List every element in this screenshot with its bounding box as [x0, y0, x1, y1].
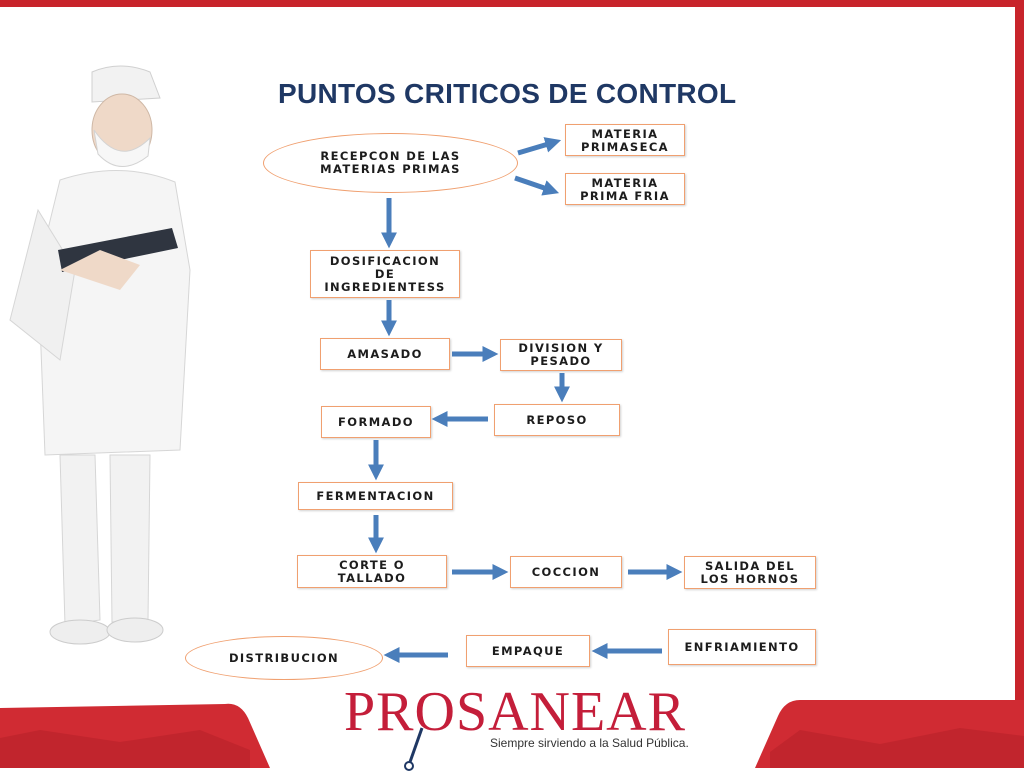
top-border: [0, 0, 1024, 7]
logo-wordmark: PROSANEAR: [344, 681, 686, 743]
node-recepcion: RECEPCON DE LAS MATERIAS PRIMAS: [263, 133, 518, 193]
prosanear-logo: PROSANEAR Siempre sirviendo a la Salud P…: [340, 680, 700, 771]
arrow-recepcion-to-materia-prima-fria: [514, 175, 560, 196]
node-reposo: REPOSO: [494, 404, 620, 436]
bottom-band: [0, 700, 1024, 768]
node-formado: FORMADO: [321, 406, 431, 438]
node-fermentacion: FERMENTACION: [298, 482, 453, 510]
node-distribucion: DISTRIBUCION: [185, 636, 383, 680]
logo-tagline: Siempre sirviendo a la Salud Pública.: [490, 736, 689, 750]
slide-title: PUNTOS CRITICOS DE CONTROL: [278, 78, 737, 109]
node-materia-primaseca: MATERIA PRIMASECA: [565, 124, 685, 156]
node-coccion: COCCION: [510, 556, 622, 588]
node-salida-hornos: SALIDA DEL LOS HORNOS: [684, 556, 816, 589]
node-corte-tallado: CORTE O TALLADO: [297, 555, 447, 588]
node-amasado: AMASADO: [320, 338, 450, 370]
node-materia-prima-fria: MATERIA PRIMA FRIA: [565, 173, 685, 205]
node-dosificacion: DOSIFICACION DE INGREDIENTESS: [310, 250, 460, 298]
lab-worker-illustration: [9, 65, 191, 645]
node-empaque: EMPAQUE: [466, 635, 590, 667]
node-division-pesado: DIVISION Y PESADO: [500, 339, 622, 371]
right-border: [1015, 0, 1024, 768]
arrow-recepcion-to-materia-primaseca: [517, 137, 562, 156]
magnifier-icon: [404, 727, 424, 771]
node-enfriamiento: ENFRIAMIENTO: [668, 629, 816, 665]
